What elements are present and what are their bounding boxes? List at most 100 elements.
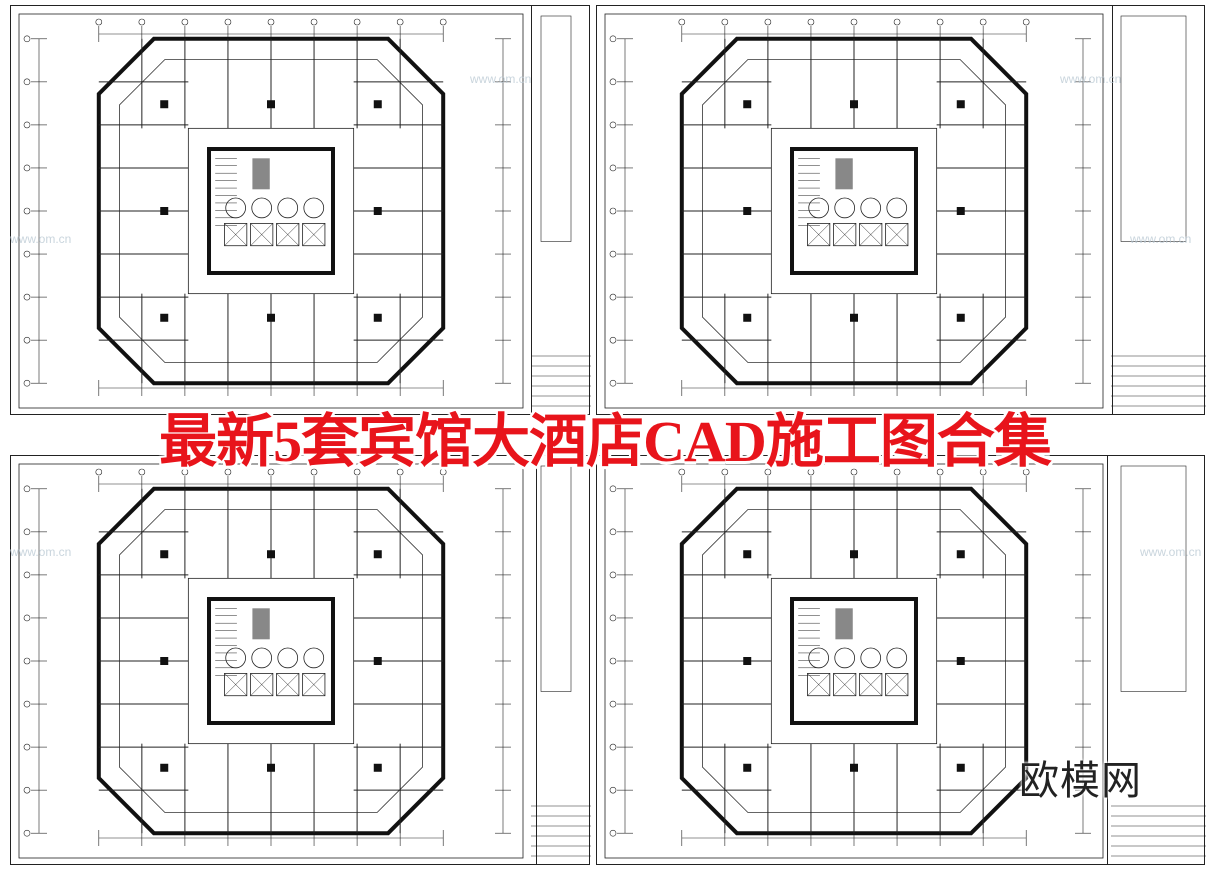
- elevator-cross: [250, 673, 274, 696]
- grid-bubble: [396, 468, 404, 476]
- grid-bubble: [138, 468, 146, 476]
- grid-bubble: [224, 18, 232, 26]
- elevator-cross: [859, 673, 883, 696]
- grid-bubble: [936, 468, 944, 476]
- watermark: www.om.cn: [1060, 72, 1122, 86]
- title-block: [531, 6, 592, 414]
- grid-bubble: [893, 18, 901, 26]
- drawing-sheet-bottom-right: [596, 455, 1207, 865]
- grid-bubble: [224, 468, 232, 476]
- grid-bubble: [95, 468, 103, 476]
- grid-bubble: [609, 743, 617, 751]
- grid-bubble: [609, 121, 617, 129]
- drawing-frame: [18, 463, 524, 859]
- shaft-circle: [303, 197, 325, 219]
- shaft-fill: [835, 608, 853, 640]
- title-block-box: [1120, 465, 1187, 692]
- column: [267, 550, 275, 559]
- elevator-shaft: [250, 672, 274, 697]
- column: [956, 207, 965, 215]
- drawing-frame: [604, 463, 1104, 859]
- elevator-shaft: [807, 222, 831, 247]
- grid-bubble: [609, 207, 617, 215]
- headline: 最新5套宾馆大酒店CAD施工图合集: [159, 409, 1052, 474]
- column: [956, 763, 965, 772]
- shaft-circle: [860, 197, 882, 219]
- elevator-cross: [302, 673, 326, 696]
- building-outline: [679, 486, 1029, 836]
- shaft-circle: [808, 197, 829, 219]
- watermark: www.om.cn: [1130, 232, 1192, 246]
- grid-bubble: [764, 18, 772, 26]
- grid-bubble: [181, 468, 189, 476]
- title-block-box: [540, 465, 572, 692]
- grid-bubble: [353, 468, 361, 476]
- title-block: [1107, 456, 1207, 864]
- grid-bubble: [310, 468, 318, 476]
- elevator-shaft: [224, 672, 248, 697]
- grid-bubble: [23, 250, 31, 258]
- elevator-cross: [224, 673, 247, 696]
- grid-bubble: [609, 700, 617, 708]
- elevator-cross: [302, 223, 326, 246]
- elevator-cross: [224, 223, 247, 246]
- column: [743, 100, 752, 109]
- column: [956, 550, 965, 559]
- title-block: [536, 456, 592, 864]
- drawing-sheet-top-right: [596, 5, 1207, 415]
- title-block: [1112, 6, 1207, 414]
- elevator-shaft: [859, 222, 883, 247]
- grid-bubble: [807, 468, 815, 476]
- drawing-frame: [18, 13, 524, 409]
- corridor: [770, 127, 938, 295]
- grid-bubble: [23, 35, 31, 43]
- column: [743, 657, 752, 665]
- grid-bubble: [95, 18, 103, 26]
- floor-plan-drawing: [604, 13, 1206, 409]
- column: [743, 207, 752, 215]
- shaft-circle: [303, 647, 325, 669]
- column: [160, 313, 169, 322]
- grid-bubble: [609, 78, 617, 86]
- grid-bubble: [1022, 468, 1030, 476]
- inner-wall-outline: [119, 509, 423, 813]
- grid-bubble: [23, 743, 31, 751]
- shaft-fill: [252, 158, 270, 190]
- elevator-cross: [807, 223, 830, 246]
- shaft-circle: [277, 647, 299, 669]
- grid-bubble: [609, 35, 617, 43]
- elevator-shaft: [885, 222, 909, 247]
- grid-bubble: [678, 18, 686, 26]
- drawing-sheet-bottom-left: [10, 455, 592, 865]
- elevator-shaft: [276, 672, 300, 697]
- column: [743, 313, 752, 322]
- title-block-box: [540, 15, 572, 242]
- column: [850, 313, 858, 322]
- shaft-circle: [251, 647, 273, 669]
- elevator-cross: [807, 673, 830, 696]
- elevator-shaft: [859, 672, 883, 697]
- shaft-circle: [834, 197, 856, 219]
- grid-bubble: [893, 468, 901, 476]
- inner-wall-outline: [702, 509, 1006, 813]
- grid-bubble: [23, 528, 31, 536]
- corridor: [770, 577, 938, 745]
- grid-bubble: [609, 250, 617, 258]
- grid-bubble: [23, 657, 31, 665]
- column: [267, 100, 275, 109]
- column: [743, 550, 752, 559]
- shaft-fill: [252, 608, 270, 640]
- floor-plan-drawing: [18, 13, 591, 409]
- grid-bubble: [23, 786, 31, 794]
- column: [373, 657, 382, 665]
- grid-bubble: [609, 336, 617, 344]
- column: [956, 100, 965, 109]
- grid-bubble: [764, 468, 772, 476]
- elevator-shaft: [833, 222, 857, 247]
- elevator-shaft: [250, 222, 274, 247]
- column: [160, 763, 169, 772]
- watermark: www.om.cn: [470, 72, 532, 86]
- column: [850, 100, 858, 109]
- grid-bubble: [678, 468, 686, 476]
- drawing-sheet-top-left: [10, 5, 592, 415]
